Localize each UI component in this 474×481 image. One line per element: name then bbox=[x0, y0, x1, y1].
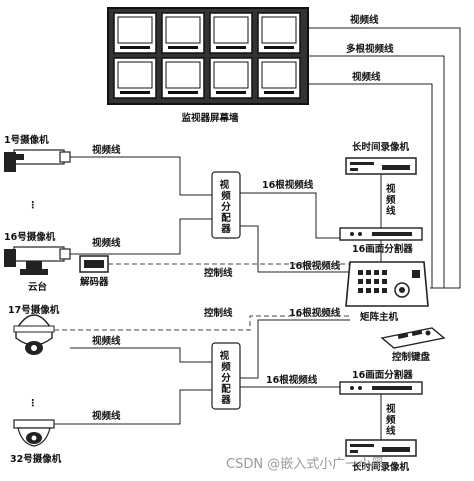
control-lines bbox=[54, 263, 350, 331]
matrix-key bbox=[374, 288, 379, 293]
quad-splitter-top bbox=[339, 227, 423, 241]
monitor-screen bbox=[257, 12, 301, 54]
matrix-host-label: 矩阵主机 bbox=[359, 311, 399, 323]
matrix-key bbox=[382, 288, 387, 293]
dvr-bottom-icon bbox=[345, 439, 417, 457]
monitor-wall-caption: 监视器屏幕墙 bbox=[181, 112, 239, 124]
matrix-key bbox=[358, 288, 363, 293]
camera-32-label: 32号摄像机 bbox=[10, 453, 62, 465]
monitor-screen bbox=[209, 12, 253, 54]
wall-line-1-label: 视频线 bbox=[350, 14, 379, 26]
camera-17-label: 17号摄像机 bbox=[8, 304, 60, 316]
video-splitter-bottom bbox=[211, 342, 241, 410]
matrix-key bbox=[382, 279, 387, 284]
camera-dots-bottom: ⋮ bbox=[28, 398, 38, 409]
monitor-screen bbox=[257, 57, 301, 99]
camera-16-label: 16号摄像机 bbox=[4, 231, 56, 243]
monitor-screen bbox=[113, 12, 157, 54]
cam17-wire-label: 视频线 bbox=[92, 335, 121, 347]
control-line-a-label: 控制线 bbox=[204, 267, 233, 279]
matrix-host-icon bbox=[345, 261, 429, 307]
matrix-key bbox=[366, 288, 371, 293]
matrix-key bbox=[366, 279, 371, 284]
video-splitter-top bbox=[211, 171, 241, 239]
monitor-screen bbox=[113, 57, 157, 99]
mid-16-line-a-label: 16根视频线 bbox=[289, 260, 341, 272]
top-16-line-label: 16根视频线 bbox=[262, 179, 314, 191]
wall-line-3-label: 视频线 bbox=[352, 71, 381, 83]
camera-dots-top: ⋮ bbox=[28, 200, 38, 211]
monitor-screen bbox=[161, 57, 205, 99]
dvr-top-label: 长时间录像机 bbox=[352, 141, 410, 153]
camera-32-icon bbox=[13, 419, 55, 447]
cam16-wire-label: 视频线 bbox=[92, 237, 121, 249]
monitor-screen bbox=[209, 57, 253, 99]
dvr-top-wire-label: 视 频线 bbox=[386, 183, 399, 217]
cam32-wire-label: 视频线 bbox=[92, 410, 121, 422]
quad-bottom-label: 16画面分割器 bbox=[352, 369, 413, 381]
control-line-b-label: 控制线 bbox=[204, 307, 233, 319]
mid-16-line-b-label: 16根视频线 bbox=[289, 307, 341, 319]
camera-wires bbox=[54, 156, 212, 425]
keyboard-label: 控制键盘 bbox=[392, 351, 431, 363]
matrix-key bbox=[374, 279, 379, 284]
camera-16-icon bbox=[4, 246, 71, 275]
splitter-top-label: 视 频分配器 bbox=[220, 179, 233, 235]
dvr-bottom-label: 长时间录像机 bbox=[352, 461, 410, 473]
dvr-top-icon bbox=[345, 157, 417, 175]
matrix-key bbox=[358, 279, 363, 284]
camera-1-label: 1号摄像机 bbox=[4, 134, 49, 146]
bottom-16-line-label: 16根视频线 bbox=[266, 374, 318, 386]
ptz-label: 云台 bbox=[28, 281, 48, 293]
matrix-key bbox=[374, 270, 379, 275]
matrix-key bbox=[382, 270, 387, 275]
quad-top-label: 16画面分割器 bbox=[352, 243, 413, 255]
splitter-wires bbox=[240, 192, 350, 388]
monitor-screen bbox=[161, 12, 205, 54]
cam1-wire-label: 视频线 bbox=[92, 144, 121, 156]
camera-1-icon bbox=[4, 149, 71, 172]
monitor-wall bbox=[107, 7, 309, 105]
csdn-watermark: CSDN @嵌入式小广一小黑 bbox=[226, 457, 384, 472]
dvr-bottom-wire-label: 视 频线 bbox=[386, 403, 399, 437]
decoder-label: 解码器 bbox=[80, 276, 109, 288]
matrix-key bbox=[366, 270, 371, 275]
wall-line-2-label: 多根视频线 bbox=[346, 43, 394, 55]
camera-17-icon bbox=[13, 314, 55, 355]
decoder-icon bbox=[79, 255, 109, 273]
splitter-bottom-label: 视 频分配器 bbox=[220, 350, 233, 406]
quad-splitter-bottom bbox=[339, 381, 423, 395]
control-keyboard-icon bbox=[380, 327, 446, 349]
wall-wires bbox=[308, 27, 461, 289]
matrix-key bbox=[358, 270, 363, 275]
